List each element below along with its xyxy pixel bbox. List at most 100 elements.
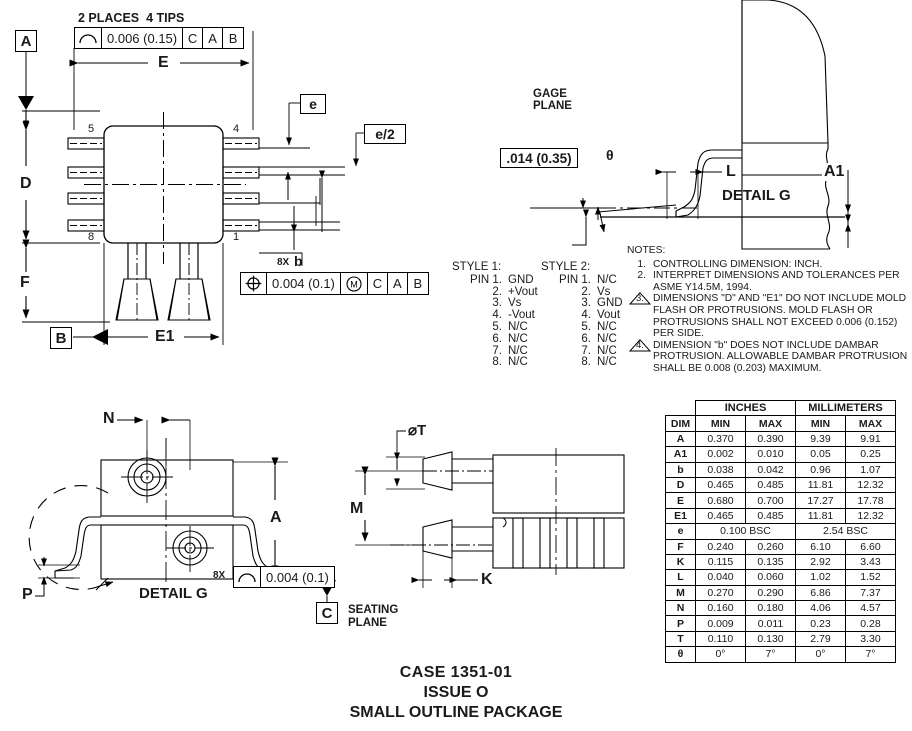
- table-cell-dim: P: [665, 615, 696, 632]
- pin-row: PIN 1.N/C: [541, 274, 645, 287]
- table-cell-in-max: 0.060: [745, 569, 796, 586]
- table-cell-mm-max: 1.07: [845, 461, 896, 478]
- pin-function: -Vout: [508, 309, 535, 322]
- dim-label-F: F: [18, 274, 32, 292]
- detail-g-top-title: DETAIL G: [722, 187, 791, 204]
- table-cell-in-max: 7°: [745, 646, 796, 663]
- table-cell-mm-min: 9.39: [795, 430, 846, 448]
- note-text: CONTROLLING DIMENSION: INCH.: [653, 258, 823, 270]
- table-cell-in-min: 0.002: [695, 446, 746, 463]
- table-cell-mm-max: 0.28: [845, 615, 896, 632]
- pin-row: 3.GND: [541, 298, 645, 310]
- table-cell-in-max: 0.390: [745, 430, 796, 448]
- table-cell-mm-max: 0.25: [845, 446, 896, 463]
- table-cell-dim: D: [665, 476, 696, 494]
- pin-index: 2.: [581, 285, 591, 298]
- pin-function: +Vout: [508, 285, 538, 298]
- table-cell-in-max: 0.260: [745, 538, 796, 555]
- table-cell-in-min: 0.680: [695, 492, 746, 509]
- gage-plane-label: GAGE PLANE: [533, 88, 572, 112]
- pin-index: 2.: [492, 285, 502, 298]
- pin-index: 8.: [581, 356, 591, 369]
- pin-row: 6.N/C: [541, 333, 645, 346]
- table-cell-mm-max: 4.57: [845, 600, 896, 617]
- gage-dimension-box: .014 (0.35): [500, 148, 578, 168]
- pin-function: N/C: [597, 356, 617, 369]
- table-cell-dim: T: [665, 630, 696, 648]
- table-cell-mm-min: 6.10: [795, 538, 846, 555]
- table-cell-dim: E: [665, 492, 696, 509]
- table-cell-dim: A: [665, 430, 696, 448]
- pin-row: 5.N/C: [452, 321, 556, 334]
- table-cell-mm-max: 12.32: [845, 476, 896, 494]
- table-cell-in-max: 0.011: [745, 615, 796, 632]
- pin-row: 3.Vs: [452, 298, 556, 310]
- package-name: SMALL OUTLINE PACKAGE: [349, 704, 563, 721]
- table-cell-in-max: 0.485: [745, 507, 796, 525]
- table-cell-mm-min: 11.81: [795, 507, 846, 525]
- mmc-modifier-icon: M: [341, 273, 368, 294]
- theta-angle-label: θ: [606, 147, 614, 163]
- dim-label-e-box: e: [300, 94, 326, 114]
- pin-index: 7.: [581, 344, 591, 357]
- pin-row: 8. N/C: [541, 357, 645, 369]
- table-cell-mm-min: 4.06: [795, 600, 846, 617]
- places-note: 2 PLACES 4 TIPS: [78, 11, 185, 25]
- table-cell-dim: A1: [665, 446, 696, 463]
- table-cell-in-max: 0.700: [745, 492, 796, 509]
- pin-function: N/C: [597, 344, 617, 357]
- notes-block: NOTES: 1.CONTROLLING DIMENSION: INCH.2.I…: [627, 245, 912, 375]
- table-cell-in-min: 0.038: [695, 461, 746, 478]
- detail-g-side-title: DETAIL G: [139, 585, 208, 602]
- table-cell-mm-min: 0°: [795, 646, 846, 663]
- table-cell-dim: E1: [665, 507, 696, 525]
- table-unit-header-row: INCHES MILLIMETERS: [665, 399, 896, 417]
- pin-index: 4.: [492, 309, 502, 322]
- flatness-count-label: 8X: [213, 570, 226, 581]
- table-header-in-min: MIN: [695, 415, 746, 432]
- profile-feature-control-frame: 0.006 (0.15) C A B: [74, 27, 245, 49]
- table-cell-dim: K: [665, 553, 696, 571]
- profile-datum-a: A: [203, 28, 224, 48]
- profile-of-surface-icon: [234, 567, 261, 587]
- pin-function: N/C: [597, 320, 617, 333]
- note-item: 4.DIMENSION "b" DOES NOT INCLUDE DAMBAR …: [627, 338, 912, 375]
- pin-row: 6.N/C: [452, 333, 556, 346]
- pin-function: N/C: [508, 356, 528, 369]
- dim-label-L: L: [724, 163, 738, 181]
- table-header-mm-min: MIN: [795, 415, 846, 432]
- profile-tolerance: 0.006 (0.15): [102, 28, 184, 48]
- table-cell-mm-min: 6.86: [795, 584, 846, 602]
- notes-title: NOTES:: [627, 245, 666, 256]
- pin-number-1: 1: [233, 231, 240, 243]
- pin-index: 7.: [492, 344, 502, 357]
- pin-number-4: 4: [233, 123, 240, 135]
- note-number: 2.: [637, 270, 646, 282]
- pin-function: Vs: [508, 297, 522, 310]
- issue-label: ISSUE O: [423, 684, 489, 701]
- table-cell-mm-min: 0.96: [795, 461, 846, 478]
- dim-label-D: D: [18, 175, 34, 193]
- title-block: CASE 1351-01 ISSUE O SMALL OUTLINE PACKA…: [0, 663, 912, 723]
- table-header-inches: INCHES: [695, 399, 796, 417]
- dim-label-E1: E1: [153, 328, 177, 346]
- table-cell-mm-max: 12.32: [845, 507, 896, 525]
- table-cell-in-min: 0.465: [695, 507, 746, 525]
- table-cell-in-max: 0.290: [745, 584, 796, 602]
- table-cell-dim: θ: [665, 646, 696, 663]
- table-cell-mm-max: 17.78: [845, 492, 896, 509]
